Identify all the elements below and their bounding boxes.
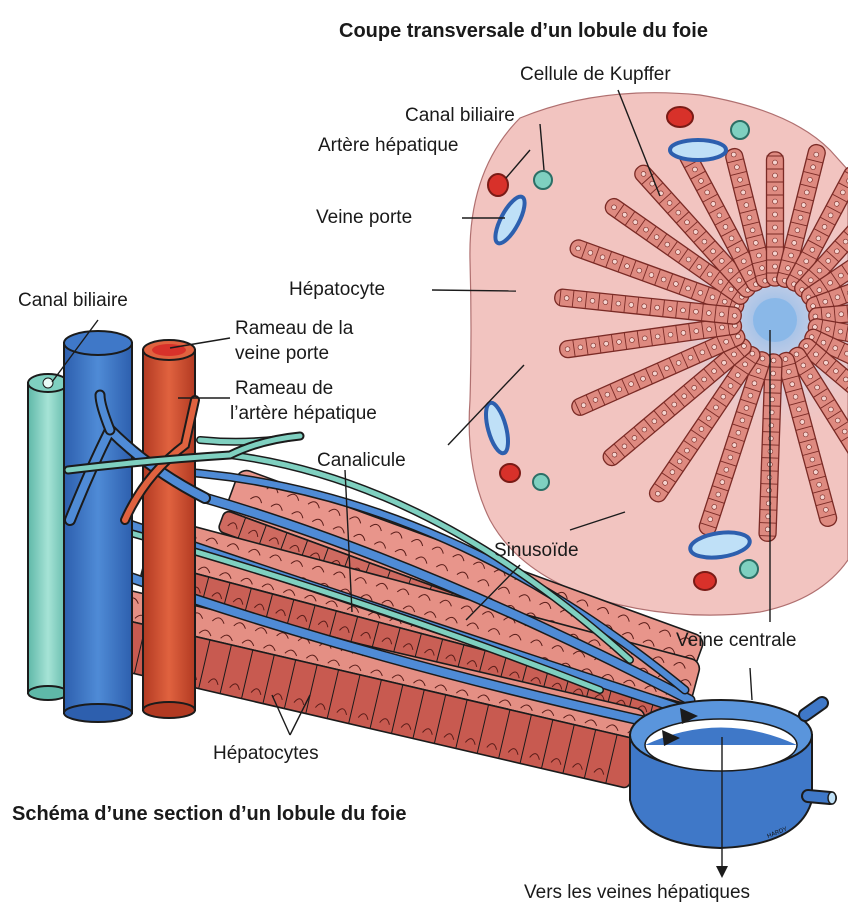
central-vein-lumen [753, 298, 797, 342]
label-portal-vein: Veine porte [316, 207, 412, 229]
label-kupffer-cell: Cellule de Kupffer [520, 64, 671, 86]
label-canalicule: Canalicule [317, 450, 406, 472]
label-sinusoid: Sinusoïde [494, 540, 579, 562]
artery-section-icon [500, 464, 520, 482]
label-bile-canal-left: Canal biliaire [18, 290, 128, 312]
bile-duct-section-icon [533, 474, 549, 490]
label-portal-branch-line2: veine porte [235, 343, 329, 365]
bile-duct-section-icon [731, 121, 749, 139]
label-bile-canal-top: Canal biliaire [405, 105, 515, 127]
hepatic-artery-vessel [143, 340, 195, 718]
bile-canal-vessel [28, 374, 68, 700]
label-artery-branch-line1: Rameau de [235, 378, 333, 400]
cross-section-title: Coupe transversale d’un lobule du foie [339, 20, 708, 43]
label-hepatic-artery: Artère hépatique [318, 135, 459, 157]
schema-title: Schéma d’une section d’un lobule du foie [12, 803, 406, 826]
label-central-vein: Veine centrale [676, 630, 796, 652]
label-artery-branch-line2: l’artère hépatique [230, 403, 377, 425]
artery-section-icon [488, 174, 508, 196]
arrow-down-icon [716, 866, 728, 878]
label-hepatocytes: Hépatocytes [213, 743, 319, 765]
bile-duct-section-icon [534, 171, 552, 189]
artery-section-icon [667, 107, 693, 127]
label-hepatocyte: Hépatocyte [289, 279, 385, 301]
label-portal-branch-line1: Rameau de la [235, 318, 353, 340]
bile-duct-section-icon [740, 560, 758, 578]
lobule-cross-section [469, 93, 848, 615]
label-to-hepatic-veins: Vers les veines hépatiques [524, 882, 750, 904]
vein-section-icon [670, 140, 726, 160]
artery-section-icon [694, 572, 716, 590]
portal-vein-vessel [64, 331, 132, 722]
central-vein-ring: HARDY [630, 700, 836, 848]
